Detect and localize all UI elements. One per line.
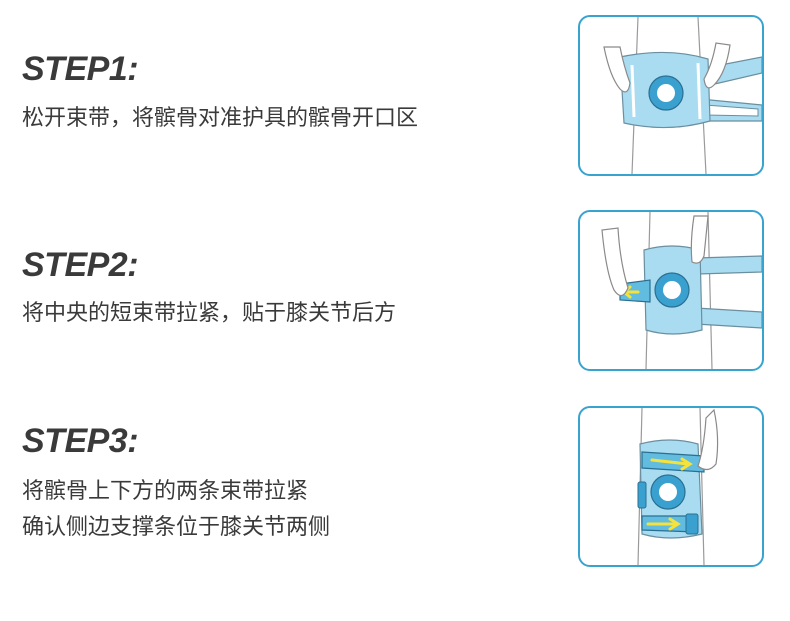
step-2-title: STEP2: bbox=[22, 246, 139, 284]
step-3-illustration bbox=[578, 406, 764, 567]
step-3-description: 将髌骨上下方的两条束带拉紧 确认侧边支撑条位于膝关节两侧 bbox=[22, 474, 330, 546]
step-1-desc-line: 松开束带，将髌骨对准护具的髌骨开口区 bbox=[22, 106, 419, 131]
step-3-desc-line-2: 确认侧边支撑条位于膝关节两侧 bbox=[22, 515, 331, 540]
step-2-desc-line: 将中央的短束带拉紧，贴于膝关节后方 bbox=[22, 301, 397, 326]
step-1-title: STEP1: bbox=[22, 50, 139, 88]
step-2-illustration bbox=[578, 210, 764, 371]
step-1-description: 松开束带，将髌骨对准护具的髌骨开口区 bbox=[22, 101, 418, 137]
step-1-illustration bbox=[578, 15, 764, 176]
step-3-title: STEP3: bbox=[22, 422, 139, 460]
step-2-description: 将中央的短束带拉紧，贴于膝关节后方 bbox=[22, 296, 396, 332]
step-3-desc-line-1: 将髌骨上下方的两条束带拉紧 bbox=[22, 479, 309, 504]
